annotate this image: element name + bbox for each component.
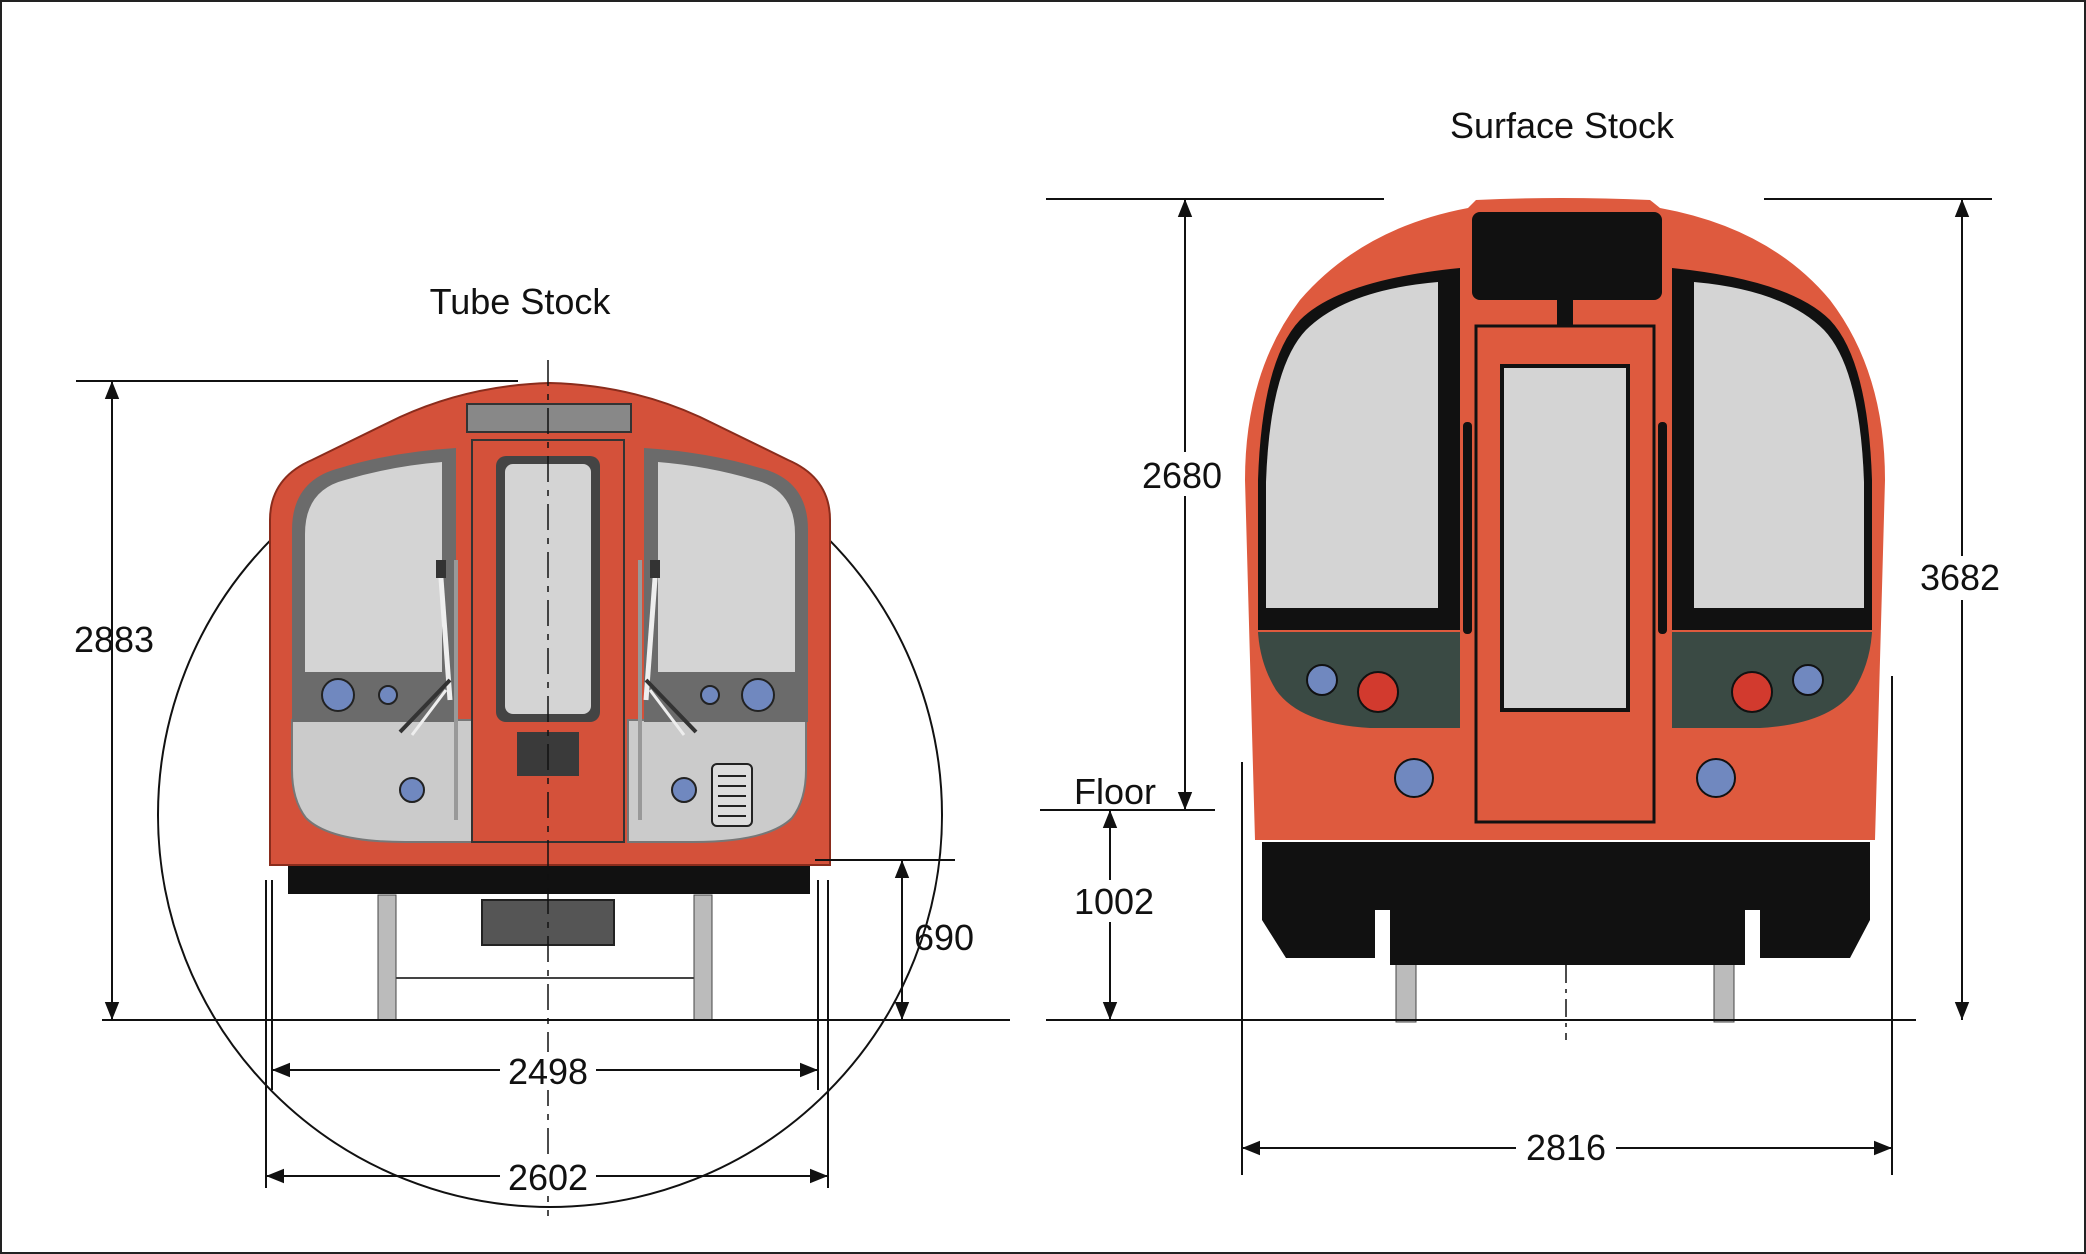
- tube-window-left: [305, 462, 442, 672]
- surface-bogie-left: [1395, 959, 1417, 1023]
- tube-outer-width-label: 2602: [508, 1157, 588, 1198]
- surface-headlight-right: [1792, 664, 1824, 696]
- tube-lamp-panel-right: [644, 672, 808, 722]
- surface-floor-label: Floor: [1074, 771, 1156, 812]
- surface-floor-to-roof-label: 2680: [1142, 455, 1222, 496]
- surface-lower-light-left: [1394, 758, 1434, 798]
- tube-lower-light-left: [399, 777, 425, 803]
- surface-taillight-right: [1731, 671, 1773, 713]
- surface-width-label: 2816: [1526, 1127, 1606, 1168]
- surface-underframe: [1262, 842, 1870, 965]
- surface-destination-stem: [1557, 300, 1573, 328]
- tube-lower-light-right: [671, 777, 697, 803]
- surface-floor-height-label: 1002: [1074, 881, 1154, 922]
- surface-height-label: 3682: [1920, 557, 2000, 598]
- tube-underframe: [288, 862, 810, 894]
- surface-stock: [1245, 198, 1885, 1023]
- tube-wiper-left: [398, 560, 453, 736]
- tube-bogie-right: [693, 894, 713, 1021]
- surface-grab-handle-left: [1463, 422, 1472, 634]
- tube-inner-width-label: 2498: [508, 1051, 588, 1092]
- surface-window-left: [1266, 282, 1438, 608]
- tube-apron-left: [291, 719, 473, 843]
- tube-title: Tube Stock: [430, 281, 612, 322]
- tube-headlight-left-outer: [321, 678, 355, 712]
- tube-height-label: 2883: [74, 619, 154, 660]
- tube-vent-grille: [711, 763, 753, 827]
- surface-grab-handle-right: [1658, 422, 1667, 634]
- surface-window-right: [1694, 282, 1864, 608]
- surface-door-window: [1500, 364, 1630, 712]
- surface-lamp-panel-right: [1672, 632, 1872, 728]
- tube-bogie-left: [377, 894, 397, 1021]
- tube-window-right: [658, 462, 795, 672]
- surface-destination-box: [1472, 212, 1662, 300]
- tube-floor-label: 690: [914, 917, 974, 958]
- surface-bogie-right: [1713, 959, 1735, 1023]
- tube-destination-box: [466, 403, 632, 433]
- surface-lower-light-right: [1696, 758, 1736, 798]
- tube-headlight-right-outer: [741, 678, 775, 712]
- surface-headlight-left: [1306, 664, 1338, 696]
- surface-lamp-panel-left: [1258, 632, 1460, 728]
- surface-title: Surface Stock: [1450, 105, 1675, 146]
- tube-headlight-right-inner: [700, 685, 720, 705]
- tube-headlight-left-inner: [378, 685, 398, 705]
- tube-dimensions: [76, 360, 1010, 1222]
- tube-wiper-right: [643, 560, 698, 736]
- surface-taillight-left: [1357, 671, 1399, 713]
